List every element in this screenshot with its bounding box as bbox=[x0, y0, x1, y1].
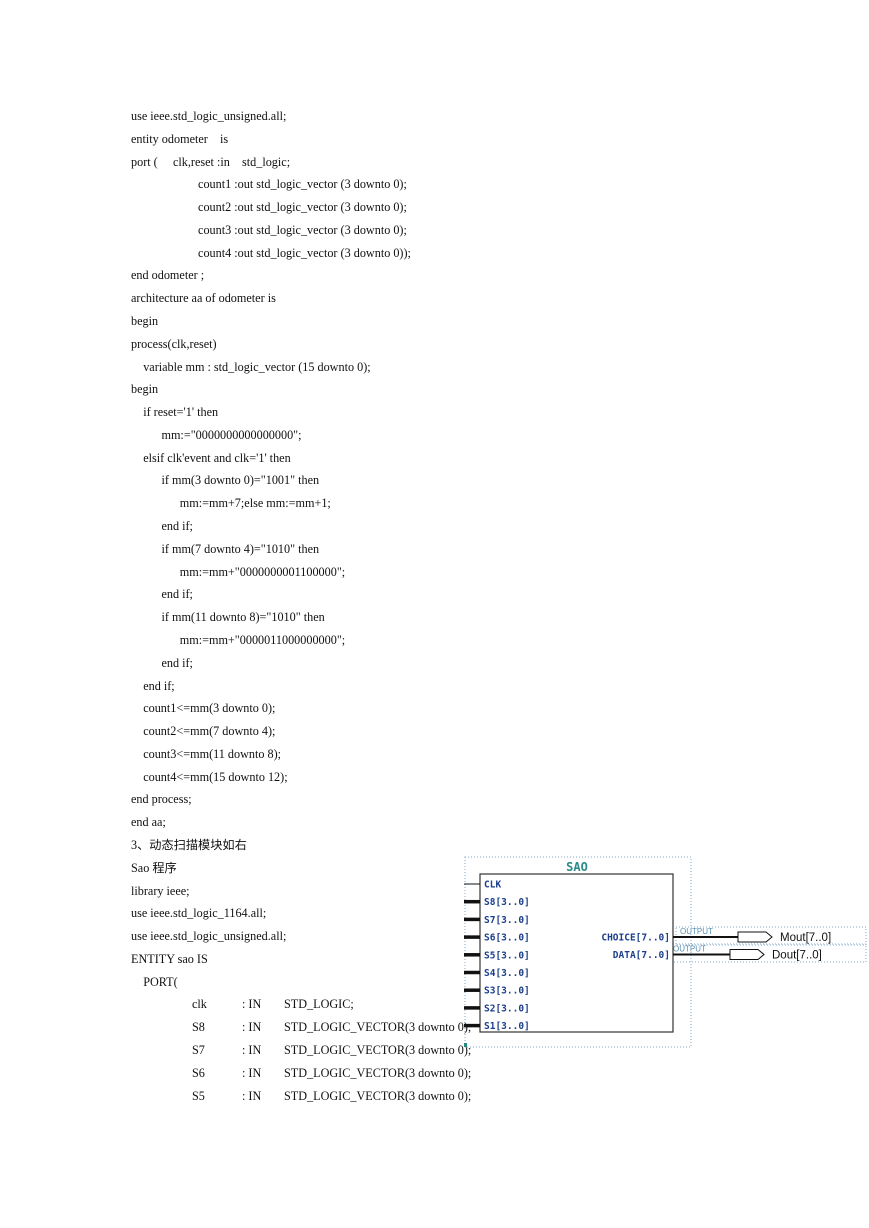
code-line: count4 :out std_logic_vector (3 downto 0… bbox=[131, 245, 411, 260]
code-line: PORT( bbox=[131, 974, 178, 989]
input-pins: CLK S8[3..0] S7[3..0] S6[3..0] S5[3..0] S4[3.… bbox=[464, 880, 530, 1032]
code-line: elsif clk'event and clk='1' then bbox=[131, 450, 291, 465]
input-pin-label: CLK bbox=[484, 880, 501, 891]
port-type: STD_LOGIC_VECTOR(3 downto 0); bbox=[284, 1088, 472, 1103]
code-line: use ieee.std_logic_unsigned.all; bbox=[131, 109, 287, 123]
code-line: if reset='1' then bbox=[131, 405, 219, 420]
port-type: STD_LOGIC; bbox=[284, 997, 354, 1012]
port-name: S7 bbox=[192, 1042, 205, 1057]
port-name: S5 bbox=[192, 1088, 205, 1103]
input-pin-label: S2[3..0] bbox=[484, 1003, 530, 1014]
code-line: if mm(11 downto 8)="1010" then bbox=[131, 610, 325, 625]
code-line: count4<=mm(15 downto 12); bbox=[131, 769, 288, 784]
port-name: clk bbox=[192, 997, 207, 1012]
symbol-frame bbox=[464, 856, 692, 1048]
code-line: if mm(7 downto 4)="1010" then bbox=[131, 541, 320, 556]
code-line: end if; bbox=[131, 655, 193, 670]
port-type: STD_LOGIC_VECTOR(3 downto 0); bbox=[284, 1020, 472, 1035]
code-line: if mm(3 downto 0)="1001" then bbox=[131, 473, 320, 488]
port-type: STD_LOGIC_VECTOR(3 downto 0); bbox=[284, 1065, 472, 1080]
output-port-shape bbox=[729, 949, 765, 960]
code-line: count2<=mm(7 downto 4); bbox=[131, 724, 276, 739]
code-line: end process; bbox=[131, 792, 192, 807]
input-pin-label: S1[3..0] bbox=[484, 1021, 530, 1032]
code-line: begin bbox=[131, 314, 159, 329]
code-line: mm:=mm+7;else mm:=mm+1; bbox=[131, 496, 331, 511]
port-dir: : IN bbox=[242, 1042, 262, 1057]
input-pin-label: S5[3..0] bbox=[484, 950, 530, 961]
code-line: entity odometer is bbox=[131, 131, 229, 146]
code-line: end if; bbox=[131, 519, 193, 534]
code-line: end odometer ; bbox=[131, 268, 205, 283]
output-pin-label: DATA[7..0] bbox=[613, 950, 670, 961]
input-pin-label: S8[3..0] bbox=[484, 897, 530, 908]
code-line: mm:=mm+"0000011000000000"; bbox=[131, 632, 346, 647]
port-type: STD_LOGIC_VECTOR(3 downto 0); bbox=[284, 1042, 472, 1057]
code-line: Sao 程序 bbox=[131, 860, 177, 875]
input-pin-label: S3[3..0] bbox=[484, 986, 530, 997]
code-line: count3<=mm(11 downto 8); bbox=[131, 746, 282, 761]
input-pin-label: S7[3..0] bbox=[484, 915, 530, 926]
code-line: end if; bbox=[131, 678, 175, 693]
code-line: variable mm : std_logic_vector (15 downt… bbox=[131, 359, 371, 374]
code-line: port ( clk,reset :in std_logic; bbox=[131, 154, 291, 169]
code-line: mm:=mm+"0000000001100000"; bbox=[131, 564, 346, 579]
output-port-name: Dout[7..0] bbox=[772, 950, 822, 962]
output-pins: CHOICE[7..0]OUTPUTMout[7..0]DATA[7..0]OU… bbox=[601, 927, 831, 962]
port-name: S6 bbox=[192, 1065, 205, 1080]
code-line: use ieee.std_logic_unsigned.all; bbox=[131, 929, 287, 944]
code-line: begin bbox=[131, 382, 159, 397]
code-line: architecture aa of odometer is bbox=[131, 291, 276, 306]
symbol-body bbox=[479, 873, 674, 1033]
port-dir: : IN bbox=[242, 1065, 262, 1080]
input-pin-label: S4[3..0] bbox=[484, 968, 530, 979]
symbol-title: SAO bbox=[566, 860, 588, 874]
output-frame-mout bbox=[675, 926, 867, 946]
output-tag: OUTPUT bbox=[673, 945, 706, 954]
code-line: ENTITY sao IS bbox=[131, 951, 208, 966]
code-line: process(clk,reset) bbox=[131, 336, 217, 351]
code-line: mm:="0000000000000000"; bbox=[131, 427, 302, 442]
output-frame-dout bbox=[669, 943, 867, 963]
output-pin-label: CHOICE[7..0] bbox=[601, 933, 670, 944]
port-dir: : IN bbox=[242, 1020, 262, 1035]
output-port-shape bbox=[737, 931, 773, 943]
code-line: 3、动态扫描模块如右 bbox=[131, 837, 247, 852]
code-line: library ieee; bbox=[131, 883, 190, 898]
port-dir: : IN bbox=[242, 1088, 262, 1103]
code-line: count1 :out std_logic_vector (3 downto 0… bbox=[131, 177, 407, 192]
code-line: count1<=mm(3 downto 0); bbox=[131, 701, 276, 716]
code-line: end aa; bbox=[131, 815, 166, 830]
port-dir: : IN bbox=[242, 997, 262, 1012]
code-line: count3 :out std_logic_vector (3 downto 0… bbox=[131, 222, 407, 237]
input-pin-label: S6[3..0] bbox=[484, 933, 530, 944]
output-tag: OUTPUT bbox=[680, 927, 713, 936]
output-port-name: Mout[7..0] bbox=[780, 932, 831, 944]
code-line: end if; bbox=[131, 587, 193, 602]
code-line: count2 :out std_logic_vector (3 downto 0… bbox=[131, 200, 407, 215]
port-name: S8 bbox=[192, 1020, 205, 1035]
code-line: use ieee.std_logic_1164.all; bbox=[131, 906, 267, 921]
